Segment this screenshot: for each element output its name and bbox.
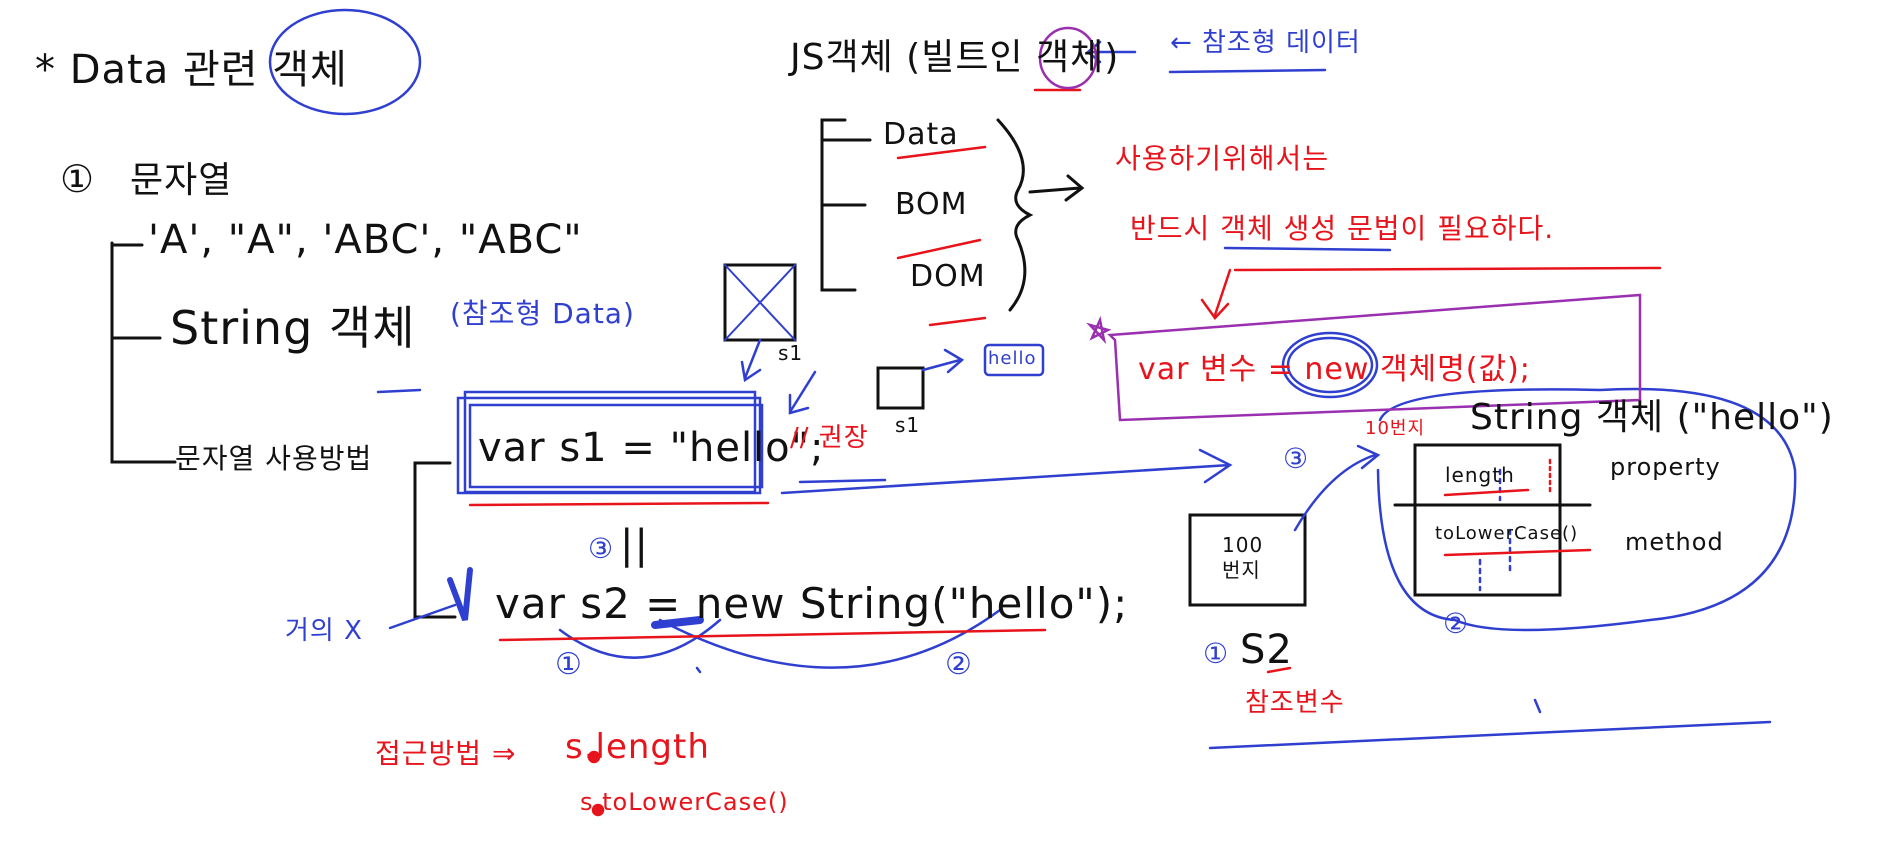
new-circle-2 <box>1286 336 1374 394</box>
code2-arc-2 <box>658 608 1002 669</box>
usage-note-2: 반드시 객체 생성 문법이 필요하다. <box>1130 212 1555 245</box>
code2: var s2 = new String("hello"); <box>495 579 1129 628</box>
check-mark <box>447 567 473 622</box>
method-label: method <box>1625 528 1724 556</box>
tolower-underline <box>1443 548 1592 557</box>
step-1: ① <box>1203 637 1230 670</box>
s2-underline <box>1266 666 1292 674</box>
heading-circle <box>268 8 422 116</box>
dom-underline <box>928 316 987 327</box>
code2-arc-1 <box>558 618 722 659</box>
section-number: ① <box>60 157 96 201</box>
usage-label: 문자열 사용방법 <box>175 442 373 475</box>
code1: var s1 = "hello"; <box>478 425 825 471</box>
code1-red-underline <box>468 501 770 507</box>
code1-underline <box>798 478 887 484</box>
table-tolower: toLowerCase() <box>1435 523 1579 544</box>
code2-red-underline <box>498 628 1047 642</box>
s1-var-box <box>876 366 925 410</box>
length-underline <box>1443 488 1530 497</box>
box100-line1: 100 <box>1222 533 1264 557</box>
js-title: JS객체 (빌트인 객체) <box>790 37 1120 78</box>
string-object-label: String 객체 <box>170 301 416 355</box>
section-title: 문자열 <box>130 160 233 201</box>
string-underline <box>376 388 422 394</box>
note-underline <box>1223 246 1392 252</box>
table-dashes <box>1478 468 1512 592</box>
table-length: length <box>1445 463 1515 487</box>
access-length: s.length <box>565 727 710 767</box>
bom-underline <box>896 238 982 260</box>
new-circle <box>1281 331 1379 399</box>
almost-not-arrow <box>388 603 457 630</box>
dot-1 <box>587 750 601 764</box>
brace-arrow <box>1028 174 1085 202</box>
parallel-mark: || <box>620 522 649 568</box>
usage-note-1: 사용하기위해서는 <box>1115 142 1330 175</box>
address-100-box <box>1188 513 1307 607</box>
marker-3: ③ <box>588 532 615 565</box>
s2-label: S2 <box>1240 627 1293 673</box>
box100-line2: 번지 <box>1222 558 1261 582</box>
js-branch-data: Data <box>883 117 959 152</box>
ref-type-underline <box>1168 68 1327 74</box>
crossed-to-code1-arrow <box>788 370 817 415</box>
cross-mark <box>724 264 796 341</box>
star-mark <box>1086 315 1112 345</box>
access-label: 접근방법 ⇒ <box>375 737 517 770</box>
s1-label-a: s1 <box>778 341 804 365</box>
literals: 'A', "A", 'ABC', "ABC" <box>148 217 583 263</box>
syntax-line: var 변수 = new 객체명(값); <box>1138 352 1531 387</box>
addr-arrow <box>1293 444 1381 532</box>
js-branch-dom: DOM <box>910 259 986 294</box>
step-3: ③ <box>1283 442 1310 475</box>
hello-box <box>983 343 1045 377</box>
circle-1: ① <box>555 647 583 682</box>
code1-box-2 <box>463 390 757 494</box>
hello-box-text: hello <box>988 348 1037 369</box>
addr-top: 10번지 <box>1365 418 1426 439</box>
s1-to-hello-arrow <box>921 348 965 374</box>
reference-note: (참조형 Data) <box>450 297 635 330</box>
syntax-box <box>1107 293 1642 422</box>
code1-box-3 <box>468 403 764 489</box>
left-tree-trunk <box>110 241 177 464</box>
ref-var-label: 참조변수 <box>1245 688 1345 718</box>
string-object-title: String 객체 ("hello") <box>1470 397 1834 438</box>
note-line <box>1233 266 1662 272</box>
property-label: property <box>1610 453 1721 481</box>
bottom-line <box>1208 720 1772 750</box>
s1-label-b: s1 <box>895 413 921 437</box>
builtin-circle <box>1038 26 1098 90</box>
data-underline <box>896 145 987 160</box>
code1-note: // 권장 <box>790 423 869 453</box>
dot-2 <box>591 803 605 817</box>
heading: * Data 관련 객체 <box>35 47 348 93</box>
circle-2: ② <box>945 647 973 682</box>
string-object-table <box>1413 443 1562 597</box>
js-branch-bom: BOM <box>895 187 968 222</box>
access-tolower: s.toLowerCase() <box>580 788 789 816</box>
js-tree-brace <box>996 118 1034 312</box>
note-arrow <box>1200 268 1232 320</box>
dot-mark <box>695 666 702 674</box>
tick-mark <box>1533 698 1542 714</box>
almost-not-label: 거의 X <box>285 616 363 646</box>
step-2: ② <box>1443 607 1470 640</box>
object-bubble <box>1376 387 1797 632</box>
code2-scribble <box>651 616 704 629</box>
ref-type-label: ← 참조형 데이터 <box>1170 28 1361 58</box>
s1-to-box-arrow <box>740 338 762 383</box>
arrow-to-heap <box>780 448 1233 495</box>
usage-bracket <box>413 461 457 619</box>
